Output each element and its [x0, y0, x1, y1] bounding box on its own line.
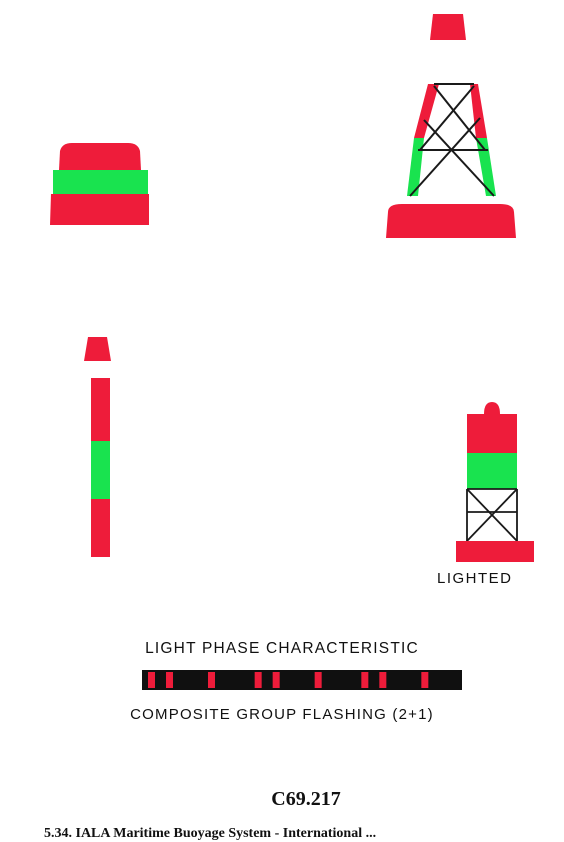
flash-pattern-caption: COMPOSITE GROUP FLASHING (2+1): [0, 706, 564, 723]
figure-caption: 5.34. IALA Maritime Buoyage System - Int…: [44, 826, 376, 842]
can-buoy: [50, 143, 149, 225]
spar-buoy: [84, 337, 111, 557]
flash-mark: [315, 672, 322, 688]
lighted-label: LIGHTED: [437, 570, 513, 587]
flash-mark: [421, 672, 428, 688]
flash-mark: [273, 672, 280, 688]
flash-mark: [255, 672, 262, 688]
flash-mark: [208, 672, 215, 688]
flash-mark: [361, 672, 368, 688]
flash-mark: [148, 672, 155, 688]
figure-reference-code: C69.217: [0, 788, 564, 811]
flash-mark: [379, 672, 386, 688]
flash-mark: [166, 672, 173, 688]
light-phase-bar: [142, 670, 462, 690]
pillar-buoy: [456, 402, 534, 562]
light-phase-title: LIGHT PHASE CHARACTERISTIC: [0, 640, 564, 658]
lattice-tower-buoy: [386, 14, 516, 238]
